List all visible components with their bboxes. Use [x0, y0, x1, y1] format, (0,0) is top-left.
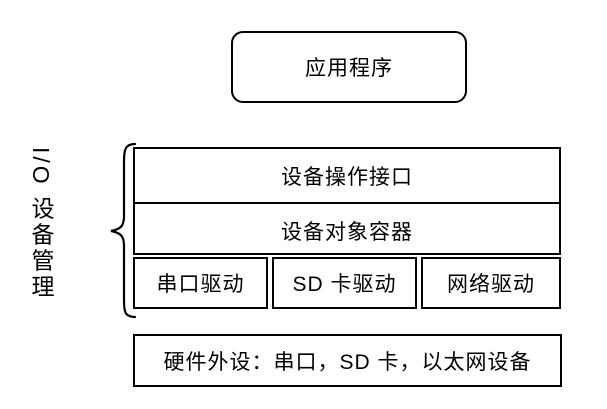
application-box: 应用程序: [231, 31, 467, 103]
side-caption-io-device-management: I/O 设备管理: [24, 141, 58, 306]
hardware-peripherals-label: 硬件外设：串口，SD 卡，以太网设备: [163, 350, 532, 374]
sdcard-driver-label: SD 卡驱动: [292, 273, 397, 296]
device-interface-layer: 设备操作接口: [135, 149, 559, 204]
side-caption-text: I/O 设备管理: [28, 146, 54, 301]
device-interface-label: 设备操作接口: [281, 165, 413, 189]
device-management-stack: 设备操作接口 设备对象容器: [133, 147, 561, 255]
hardware-peripherals-box: 硬件外设：串口，SD 卡，以太网设备: [133, 334, 562, 387]
curly-brace: [110, 142, 137, 319]
network-driver-label: 网络驱动: [447, 273, 535, 296]
network-driver-box: 网络驱动: [421, 257, 561, 309]
serial-driver-box: 串口驱动: [133, 257, 268, 309]
device-container-layer: 设备对象容器: [135, 204, 559, 257]
sdcard-driver-box: SD 卡驱动: [272, 257, 417, 309]
device-container-label: 设备对象容器: [281, 220, 413, 244]
application-label: 应用程序: [305, 57, 393, 80]
serial-driver-label: 串口驱动: [156, 273, 245, 296]
